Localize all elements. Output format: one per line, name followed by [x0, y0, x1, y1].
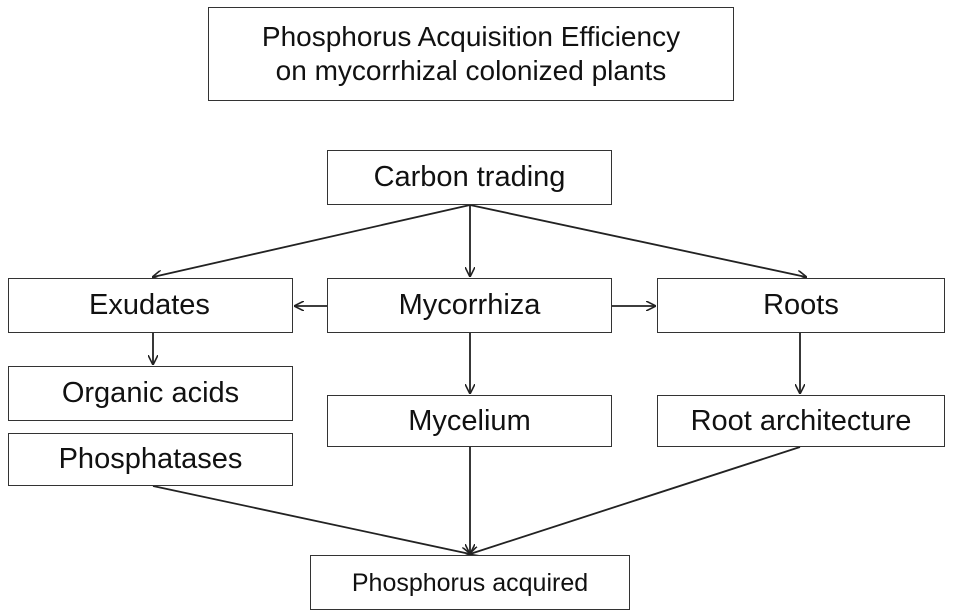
node-carbon-trading: Carbon trading [327, 150, 612, 205]
node-roots: Roots [657, 278, 945, 333]
diagram-title-line-1: Phosphorus Acquisition Efficiency [261, 21, 681, 53]
node-mycelium: Mycelium [327, 395, 612, 447]
arrow-phosphatases-to-acquired [152, 485, 470, 554]
arrow-carbon-to-roots [469, 204, 806, 277]
node-organic-acids: Organic acids [8, 366, 293, 421]
node-root-architecture: Root architecture [657, 395, 945, 447]
node-phosphorus-acquired: Phosphorus acquired [310, 555, 630, 610]
arrow-carbon-to-exudates [153, 204, 471, 277]
diagram-title-line-2: on mycorrhizal colonized plants [275, 55, 667, 86]
node-mycorrhiza: Mycorrhiza [327, 278, 612, 333]
diagram-title-box: Phosphorus Acquisition Efficiency on myc… [208, 7, 734, 101]
arrow-root-architecture-to-acquired [470, 446, 801, 554]
node-phosphatases: Phosphatases [8, 433, 293, 486]
node-exudates: Exudates [8, 278, 293, 333]
